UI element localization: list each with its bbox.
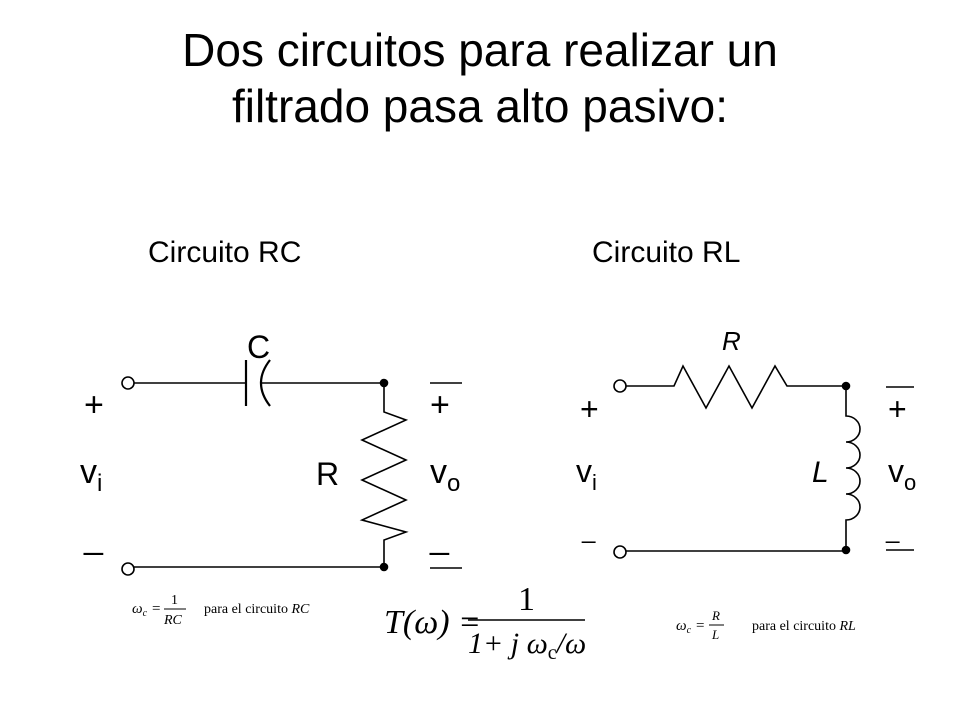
rc-vin-label: vi bbox=[80, 453, 102, 497]
rc-capacitor-label: C bbox=[247, 329, 270, 365]
title-line-2: filtrado pasa alto pasivo: bbox=[231, 80, 729, 132]
rl-vin-label: vi bbox=[576, 453, 597, 495]
rc-output-minus: _ bbox=[429, 518, 450, 556]
transfer-numerator: 1 bbox=[518, 581, 535, 618]
title-line-1: Dos circuitos para realizar un bbox=[182, 24, 778, 76]
rl-inductor-label: L bbox=[812, 456, 829, 489]
rc-circuit bbox=[121, 359, 462, 576]
rl-inductor bbox=[845, 386, 861, 550]
rc-omega-c: ωc bbox=[132, 601, 148, 619]
rc-input-terminal-top bbox=[121, 376, 135, 390]
rl-circuit bbox=[613, 364, 914, 559]
rl-resistor-label: R bbox=[722, 326, 741, 356]
transfer-denominator: 1+ j ωc/ω bbox=[468, 627, 586, 664]
rc-equals: = bbox=[152, 601, 160, 617]
rl-formula-text: para el circuito RL bbox=[752, 619, 856, 634]
transfer-function-formula: T(ω) = 1 1+ j ωc/ω bbox=[384, 581, 586, 664]
rc-input-minus: _ bbox=[83, 518, 104, 556]
rc-output-plus: + bbox=[430, 386, 450, 424]
rc-vout-label: vo bbox=[430, 453, 460, 497]
rl-vout-label: vo bbox=[888, 453, 916, 495]
rl-cutoff-formula: ωc = R L para el circuito RL bbox=[676, 608, 856, 642]
rl-input-terminal-bottom bbox=[613, 545, 627, 559]
rc-input-terminal-bottom bbox=[121, 562, 135, 576]
rc-resistor bbox=[359, 383, 409, 567]
rl-input-terminal-top bbox=[613, 379, 627, 393]
rl-equals: = bbox=[696, 618, 704, 634]
rl-circuit-heading: Circuito RL bbox=[592, 236, 741, 269]
slide-title: Dos circuitos para realizar un filtrado … bbox=[0, 22, 960, 134]
rl-input-plus: + bbox=[580, 391, 599, 427]
rc-input-plus: + bbox=[84, 386, 104, 424]
rc-fraction-den: RC bbox=[163, 613, 183, 628]
rc-fraction-num: 1 bbox=[171, 593, 178, 608]
rl-omega-c: ωc bbox=[676, 618, 692, 636]
rl-resistor bbox=[626, 364, 846, 410]
rl-output-plus: + bbox=[888, 391, 907, 427]
rl-input-minus: _ bbox=[581, 517, 596, 544]
transfer-lhs: T(ω) = bbox=[384, 604, 481, 641]
rc-cutoff-formula: ωc = 1 RC para el circuito RC bbox=[132, 593, 310, 628]
rl-fraction-den: L bbox=[711, 627, 719, 642]
rl-fraction-num: R bbox=[711, 608, 720, 623]
rc-resistor-label: R bbox=[316, 456, 339, 492]
rc-formula-text: para el circuito RC bbox=[204, 602, 310, 617]
rc-circuit-heading: Circuito RC bbox=[148, 236, 302, 269]
rl-output-minus: _ bbox=[885, 517, 900, 544]
